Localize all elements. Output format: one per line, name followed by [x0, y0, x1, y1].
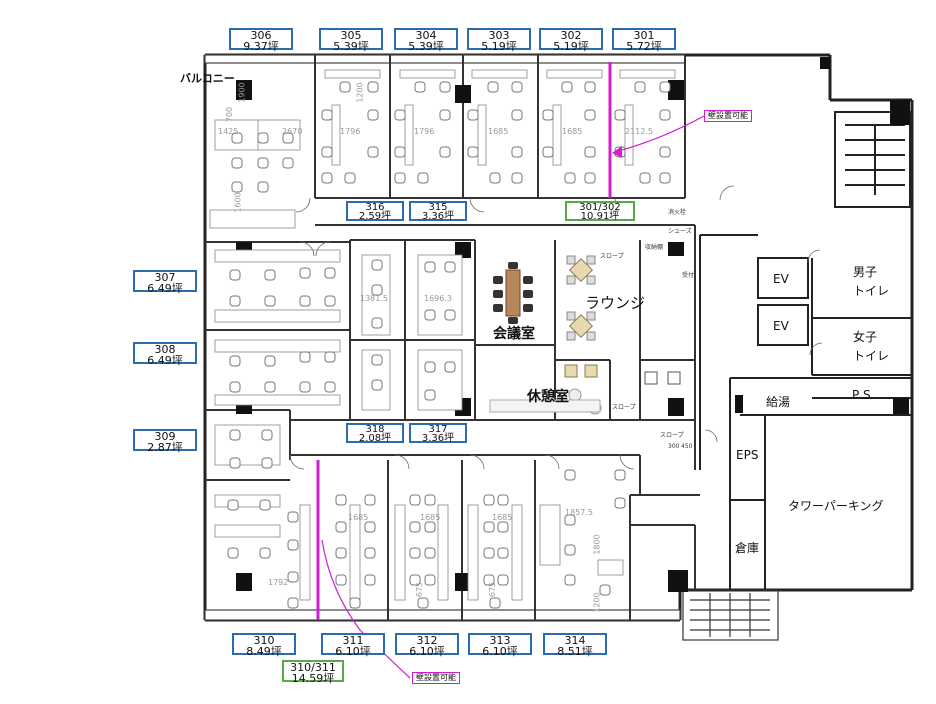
room-eps: EPS	[736, 448, 759, 462]
wall-possible-note-top: 壁設置可能	[704, 110, 752, 122]
room-storage: 倉庫	[735, 541, 760, 555]
wall-possible-lines	[316, 62, 705, 679]
dim-label: 1685	[488, 127, 509, 136]
room-tower-parking: タワーパーキング	[788, 499, 884, 513]
dim-label: 1800	[592, 534, 602, 555]
room-lounge: ラウンジ	[585, 294, 646, 312]
bottom-rail	[204, 609, 681, 621]
dim-label: 1796	[414, 127, 435, 136]
dim-label: 450	[681, 443, 693, 450]
reception-label: 受付	[682, 272, 695, 279]
room-rest: 休憩室	[527, 389, 569, 405]
dim-label: 675	[488, 581, 498, 598]
core-walls	[699, 111, 912, 590]
dim-label: 1685	[492, 513, 513, 522]
dim-label: 2112.5	[625, 127, 653, 136]
dim-label: 1796	[340, 127, 361, 136]
interior-walls	[205, 55, 700, 620]
dim-label: 1200	[592, 592, 602, 613]
dim-label: 1696.3	[424, 294, 452, 303]
room-balcony: バルコニー	[180, 72, 235, 85]
storage-shelf-label: 収納棚	[645, 244, 664, 251]
dim-label: 1600	[233, 192, 243, 213]
room-ev-2: EV	[773, 319, 789, 333]
dim-label: 1900	[237, 82, 247, 103]
room-kitchen: 給湯	[766, 395, 791, 409]
dim-label: 700	[225, 106, 235, 123]
dim-label: 1685	[562, 127, 583, 136]
wall-possible-note-bottom: 壁設置可能	[412, 672, 460, 684]
dim-label: 1425	[218, 127, 239, 136]
room-womens-toilet: 女子 トイレ	[853, 330, 890, 363]
dim-label: 1381.5	[360, 294, 388, 303]
door-swings	[289, 185, 823, 470]
top-rail	[204, 54, 686, 64]
dim-label: 2670	[282, 127, 303, 136]
lounge-furniture	[566, 255, 596, 341]
shoe-label: シューズ	[668, 228, 692, 235]
dim-label: 1200	[355, 82, 365, 103]
dim-label: 300	[668, 443, 680, 450]
dim-label: 675	[415, 581, 425, 598]
slope-label-1: スロープ	[600, 253, 624, 260]
room-mens-toilet: 男子 トイレ	[853, 265, 890, 298]
meeting-table	[493, 262, 533, 324]
room-ps: P S	[852, 388, 871, 402]
dim-label: 1685	[348, 513, 369, 522]
dim-label: 1857.5	[565, 508, 593, 517]
stairs	[682, 589, 779, 641]
rest-furniture	[489, 364, 681, 415]
room-meeting: 会議室	[493, 326, 535, 342]
fire-hydrant-label: 消火栓	[668, 209, 687, 216]
arrowhead-top	[612, 146, 622, 158]
dim-label: 1792	[268, 578, 289, 587]
room-ev-1: EV	[773, 272, 789, 286]
slope-label-3: スロープ	[660, 432, 684, 439]
dim-label: 1685	[420, 513, 441, 522]
slope-label-2: スロープ	[612, 404, 636, 411]
